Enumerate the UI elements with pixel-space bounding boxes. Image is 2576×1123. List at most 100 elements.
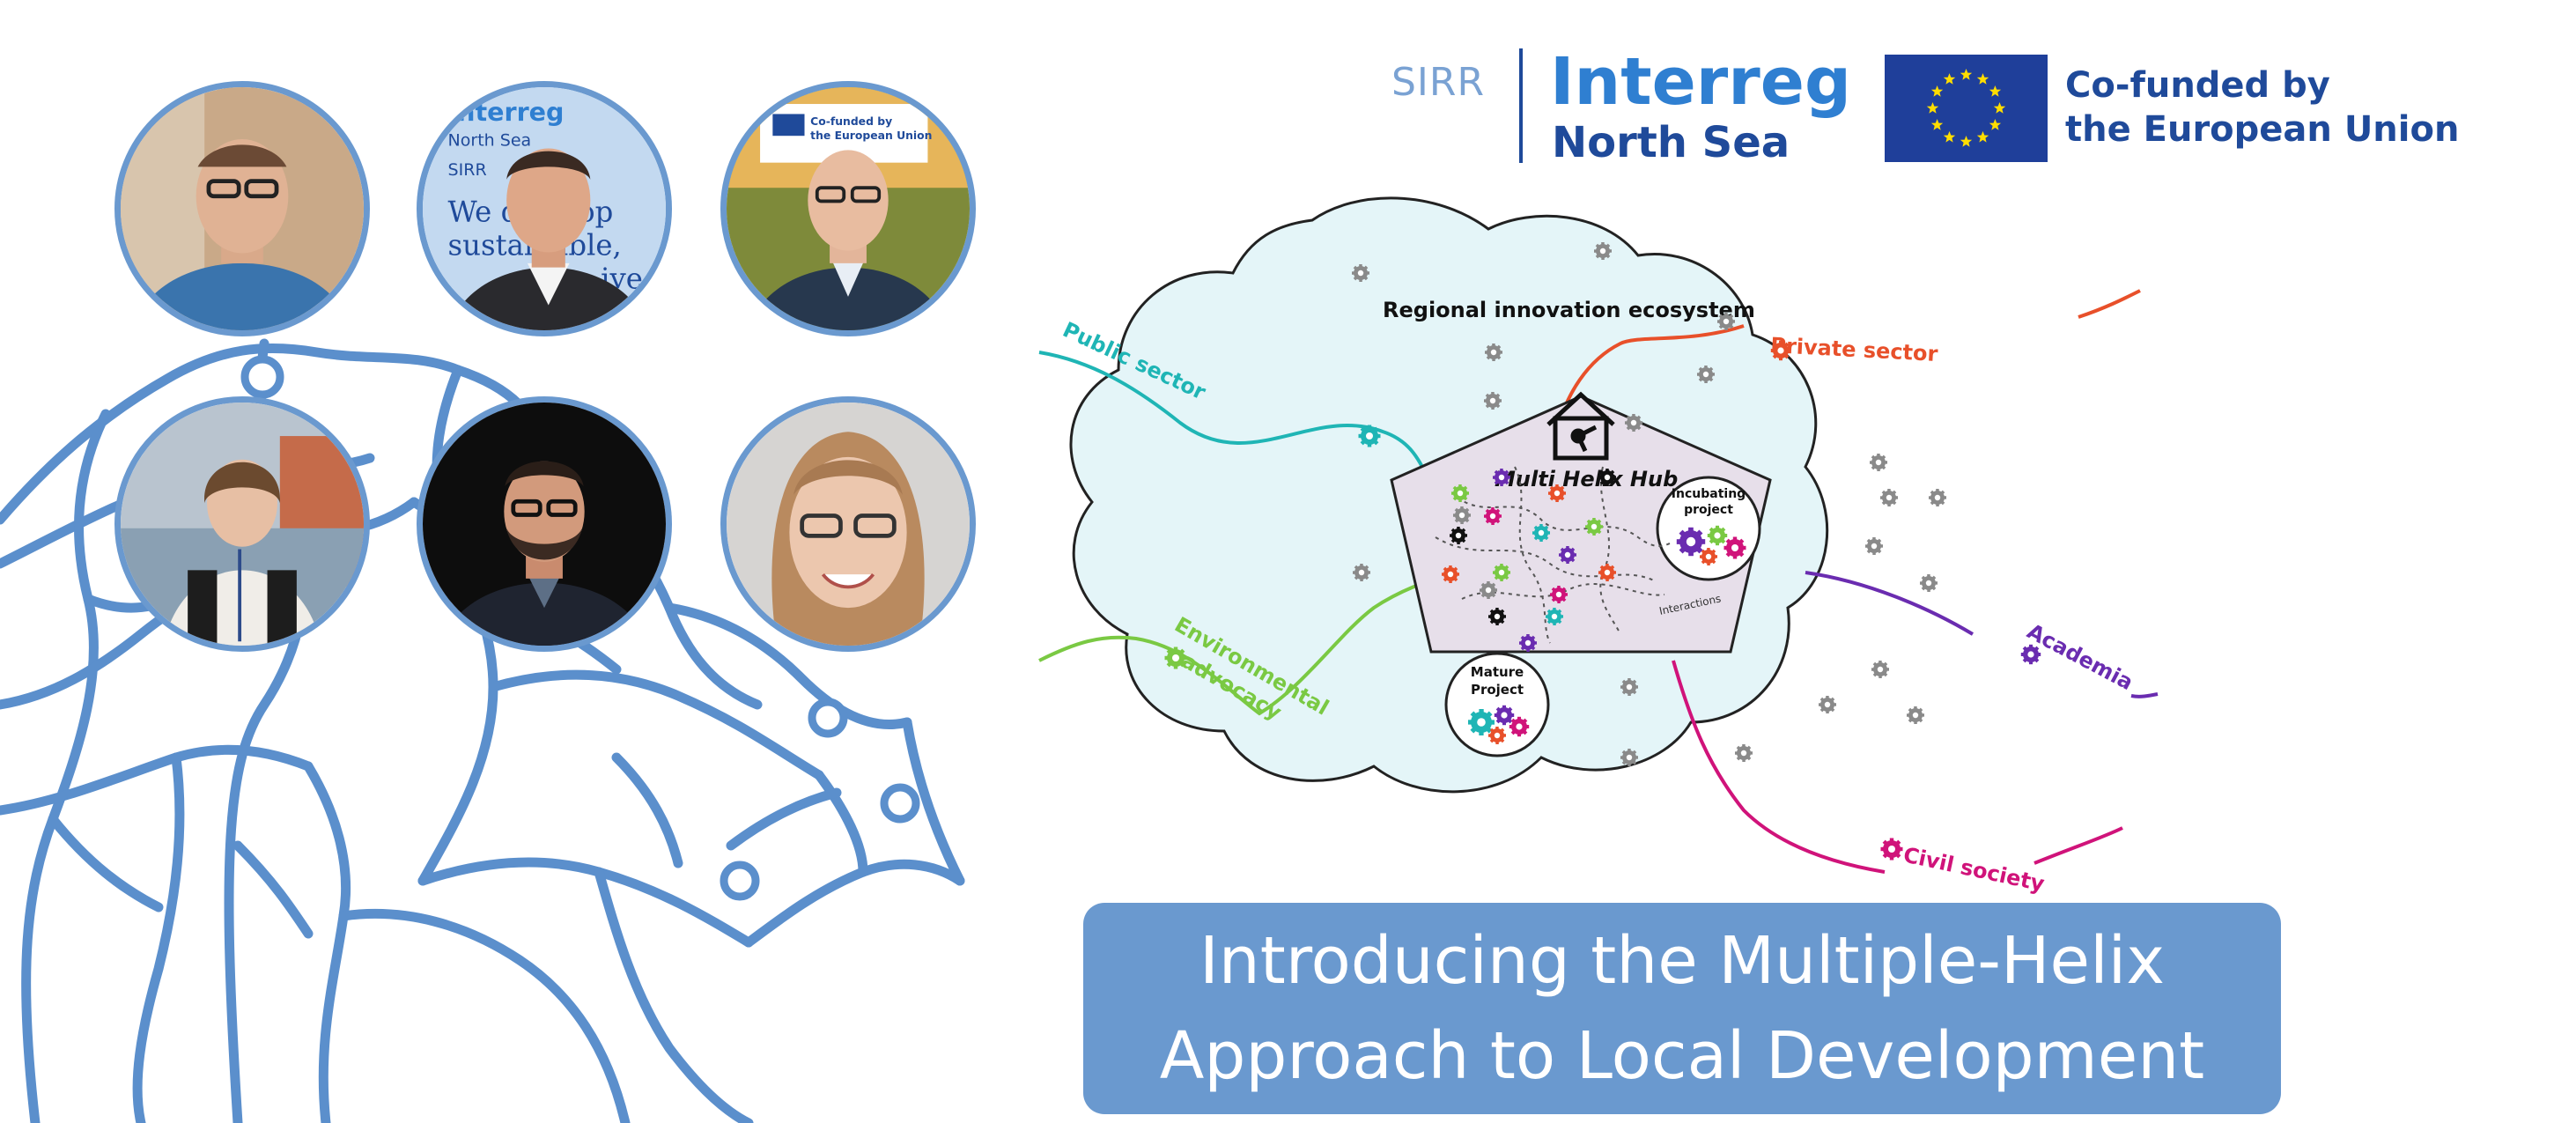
person-photo-3: Co-funded by the European Union: [720, 81, 976, 336]
gear-icon: [1865, 537, 1883, 555]
gear-icon: [1870, 454, 1887, 471]
mature-label: Mature: [1471, 664, 1524, 680]
header-logos: SIRR Interreg North Sea Co-funded by the…: [1383, 44, 2459, 176]
gear-icon: [1484, 392, 1502, 410]
gear-icon: [1676, 527, 1706, 557]
gear-icon: [1819, 696, 1836, 713]
gear-icon: [1358, 425, 1381, 447]
gear-icon: [1442, 565, 1459, 583]
portrait-illustration: Interreg North Sea SIRR We develop susta…: [423, 87, 666, 330]
academia-line-end: [2130, 692, 2159, 698]
incubating-label: project: [1684, 503, 1733, 517]
public-sector-line: [1038, 351, 1428, 477]
person-photo-6: [720, 396, 976, 652]
gear-icon: [1871, 661, 1889, 678]
gear-icon: [1519, 634, 1537, 652]
gear-icon: [1488, 608, 1506, 625]
gear-icon: [1451, 484, 1469, 502]
ecosystem-title: Regional innovation ecosystem: [1383, 298, 1755, 322]
eu-star-icon: [1930, 85, 1944, 97]
gear-icon: [1352, 264, 1369, 282]
gear-icon: [1920, 574, 1938, 592]
private-sector-label: Private sector: [1770, 333, 1939, 366]
gear-icon: [1493, 564, 1510, 581]
person-photo-5: [417, 396, 672, 652]
academia-line: [1805, 571, 1974, 636]
cofunded-text: Co-funded by the European Union: [2065, 63, 2459, 151]
gear-icon: [1164, 646, 1187, 669]
private-sector-line-end: [2078, 289, 2141, 319]
civil-society-line-end: [2033, 826, 2123, 865]
gear-icon: [1594, 242, 1612, 260]
eu-star-icon: [1993, 102, 2006, 114]
gear-icon: [1700, 548, 1717, 565]
portrait-illustration: [727, 403, 970, 646]
eu-star-icon: [1960, 69, 1973, 80]
incubating-label: Incubating: [1672, 487, 1746, 501]
eu-star-icon: [1960, 136, 1973, 147]
cofunded-line: the European Union: [2065, 109, 2460, 150]
banner-title-line: Approach to Local Development: [1159, 1018, 2205, 1094]
eu-star-icon: [1976, 73, 1989, 85]
person-photo-1: [114, 81, 370, 336]
gear-icon: [1548, 484, 1566, 502]
gear-icon: [1880, 838, 1903, 861]
gear-icon: [1735, 744, 1753, 762]
house-network-icon: [1546, 391, 1615, 461]
eu-star-icon: [1943, 130, 1956, 143]
mature-label: Project: [1471, 682, 1524, 698]
eu-star-icon: [1976, 130, 1989, 143]
gear-icon: [1880, 489, 1898, 506]
gear-icon: [1707, 525, 1728, 546]
gear-icon: [1929, 489, 1946, 506]
eu-flag-icon: [772, 114, 805, 137]
academia-label: Academia: [2023, 619, 2137, 696]
gear-icon: [1550, 586, 1568, 603]
eu-star-icon: [1989, 119, 2002, 130]
header-divider: [1519, 48, 1523, 163]
portrait-illustration: [121, 403, 364, 646]
gear-icon: [1494, 705, 1515, 726]
gear-icon: [1532, 524, 1550, 542]
civil-society-line: [1672, 660, 1886, 874]
gear-icon: [1468, 709, 1495, 735]
portrait-illustration: [121, 87, 364, 330]
gear-icon: [1907, 706, 1924, 724]
eu-flag-icon: [1885, 55, 2048, 162]
eu-star-icon: [1926, 102, 1939, 114]
private-sector-line: [1557, 324, 1745, 424]
person-photo-2: Interreg North Sea SIRR We develop susta…: [417, 81, 672, 336]
ecosystem-diagram: Regional innovation ecosystem Multi Heli…: [1038, 196, 2159, 897]
gear-icon: [1488, 727, 1506, 744]
hub-title: Multi Helix Hub: [1495, 467, 1678, 491]
gear-icon: [1453, 506, 1471, 524]
gear-icon: [2020, 644, 2041, 665]
gear-icon: [1559, 546, 1576, 564]
portrait-illustration: Co-funded by the European Union: [727, 87, 970, 330]
civil-society-label: Civil society: [1901, 842, 2048, 896]
sirr-logo-text: SIRR: [1391, 60, 1486, 105]
interreg-region-text: North Sea: [1552, 118, 1790, 167]
eu-star-icon: [1989, 85, 2002, 97]
gear-icon: [1620, 749, 1638, 766]
gear-icon: [1620, 678, 1638, 696]
gear-icon: [1598, 564, 1616, 581]
sign-text: North Sea: [448, 131, 532, 151]
gear-icon: [1493, 469, 1510, 486]
eu-star-icon: [1930, 119, 1944, 130]
portrait-illustration: [423, 403, 666, 646]
gear-icon: [1585, 518, 1603, 536]
sign-text: the European Union: [810, 129, 932, 142]
gear-icon: [1717, 313, 1735, 330]
gear-icon: [1697, 366, 1715, 383]
gear-icon: [1723, 536, 1746, 559]
gear-icon: [1480, 581, 1497, 599]
gear-icon: [1484, 507, 1502, 525]
sign-text: SIRR: [448, 160, 487, 180]
environmental-line: [1038, 571, 1454, 716]
person-photo-4: [114, 396, 370, 652]
gear-icon: [1450, 527, 1467, 544]
gear-icon: [1625, 414, 1642, 432]
gear-icon: [1546, 608, 1563, 625]
gear-icon: [1485, 344, 1502, 361]
